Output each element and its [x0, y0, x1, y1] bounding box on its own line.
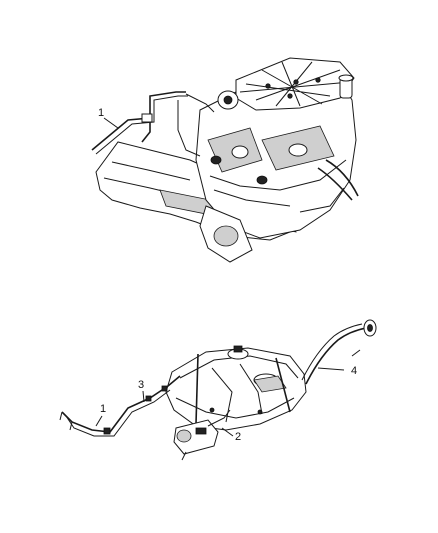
filler-tube [301, 319, 377, 385]
callout-number: 3 [138, 379, 144, 391]
vapor-canister [173, 409, 231, 461]
callout-1-top: 1 [98, 107, 119, 129]
callout-1-bottom: 1 [95, 403, 106, 427]
callout-4: 4 [317, 365, 357, 377]
callout-3: 3 [138, 379, 145, 403]
fuel-line-bundle [59, 375, 181, 437]
engine-compartment-illustration [91, 57, 359, 263]
callout-number: 2 [235, 431, 241, 443]
callout-number: 4 [351, 365, 357, 377]
callout-number: 1 [100, 403, 106, 415]
callout-2: 2 [221, 427, 241, 443]
callout-number: 1 [98, 107, 104, 119]
fuel-tank-illustration [165, 345, 307, 431]
